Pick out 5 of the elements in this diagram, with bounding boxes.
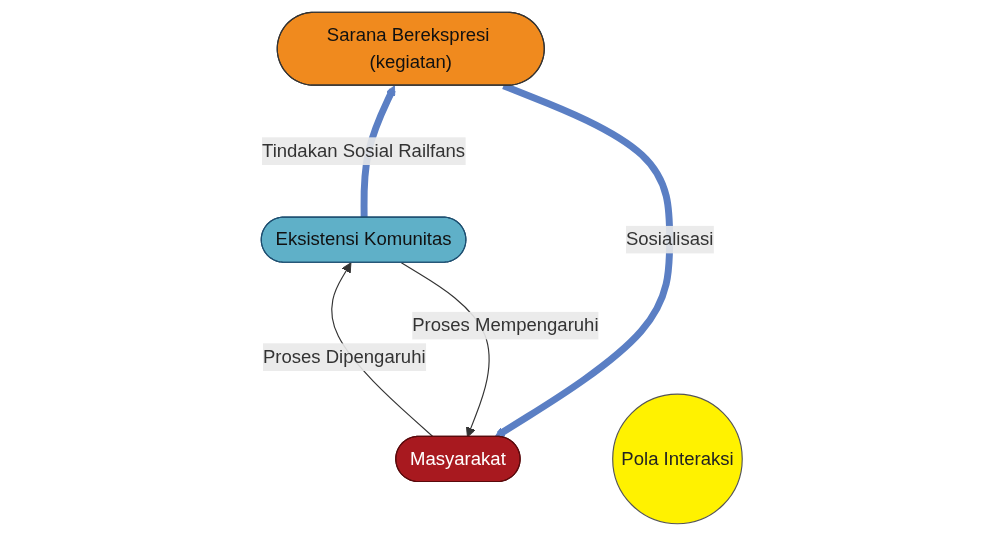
edge-label: Proses Dipengaruhi (263, 346, 426, 366)
edge-label: Tindakan Sosial Railfans (262, 140, 466, 160)
edge-label: Proses Mempengaruhi (412, 314, 599, 335)
edge-label: Sosialisasi (626, 228, 714, 249)
node-circle: Pola Interaksi (612, 393, 744, 524)
